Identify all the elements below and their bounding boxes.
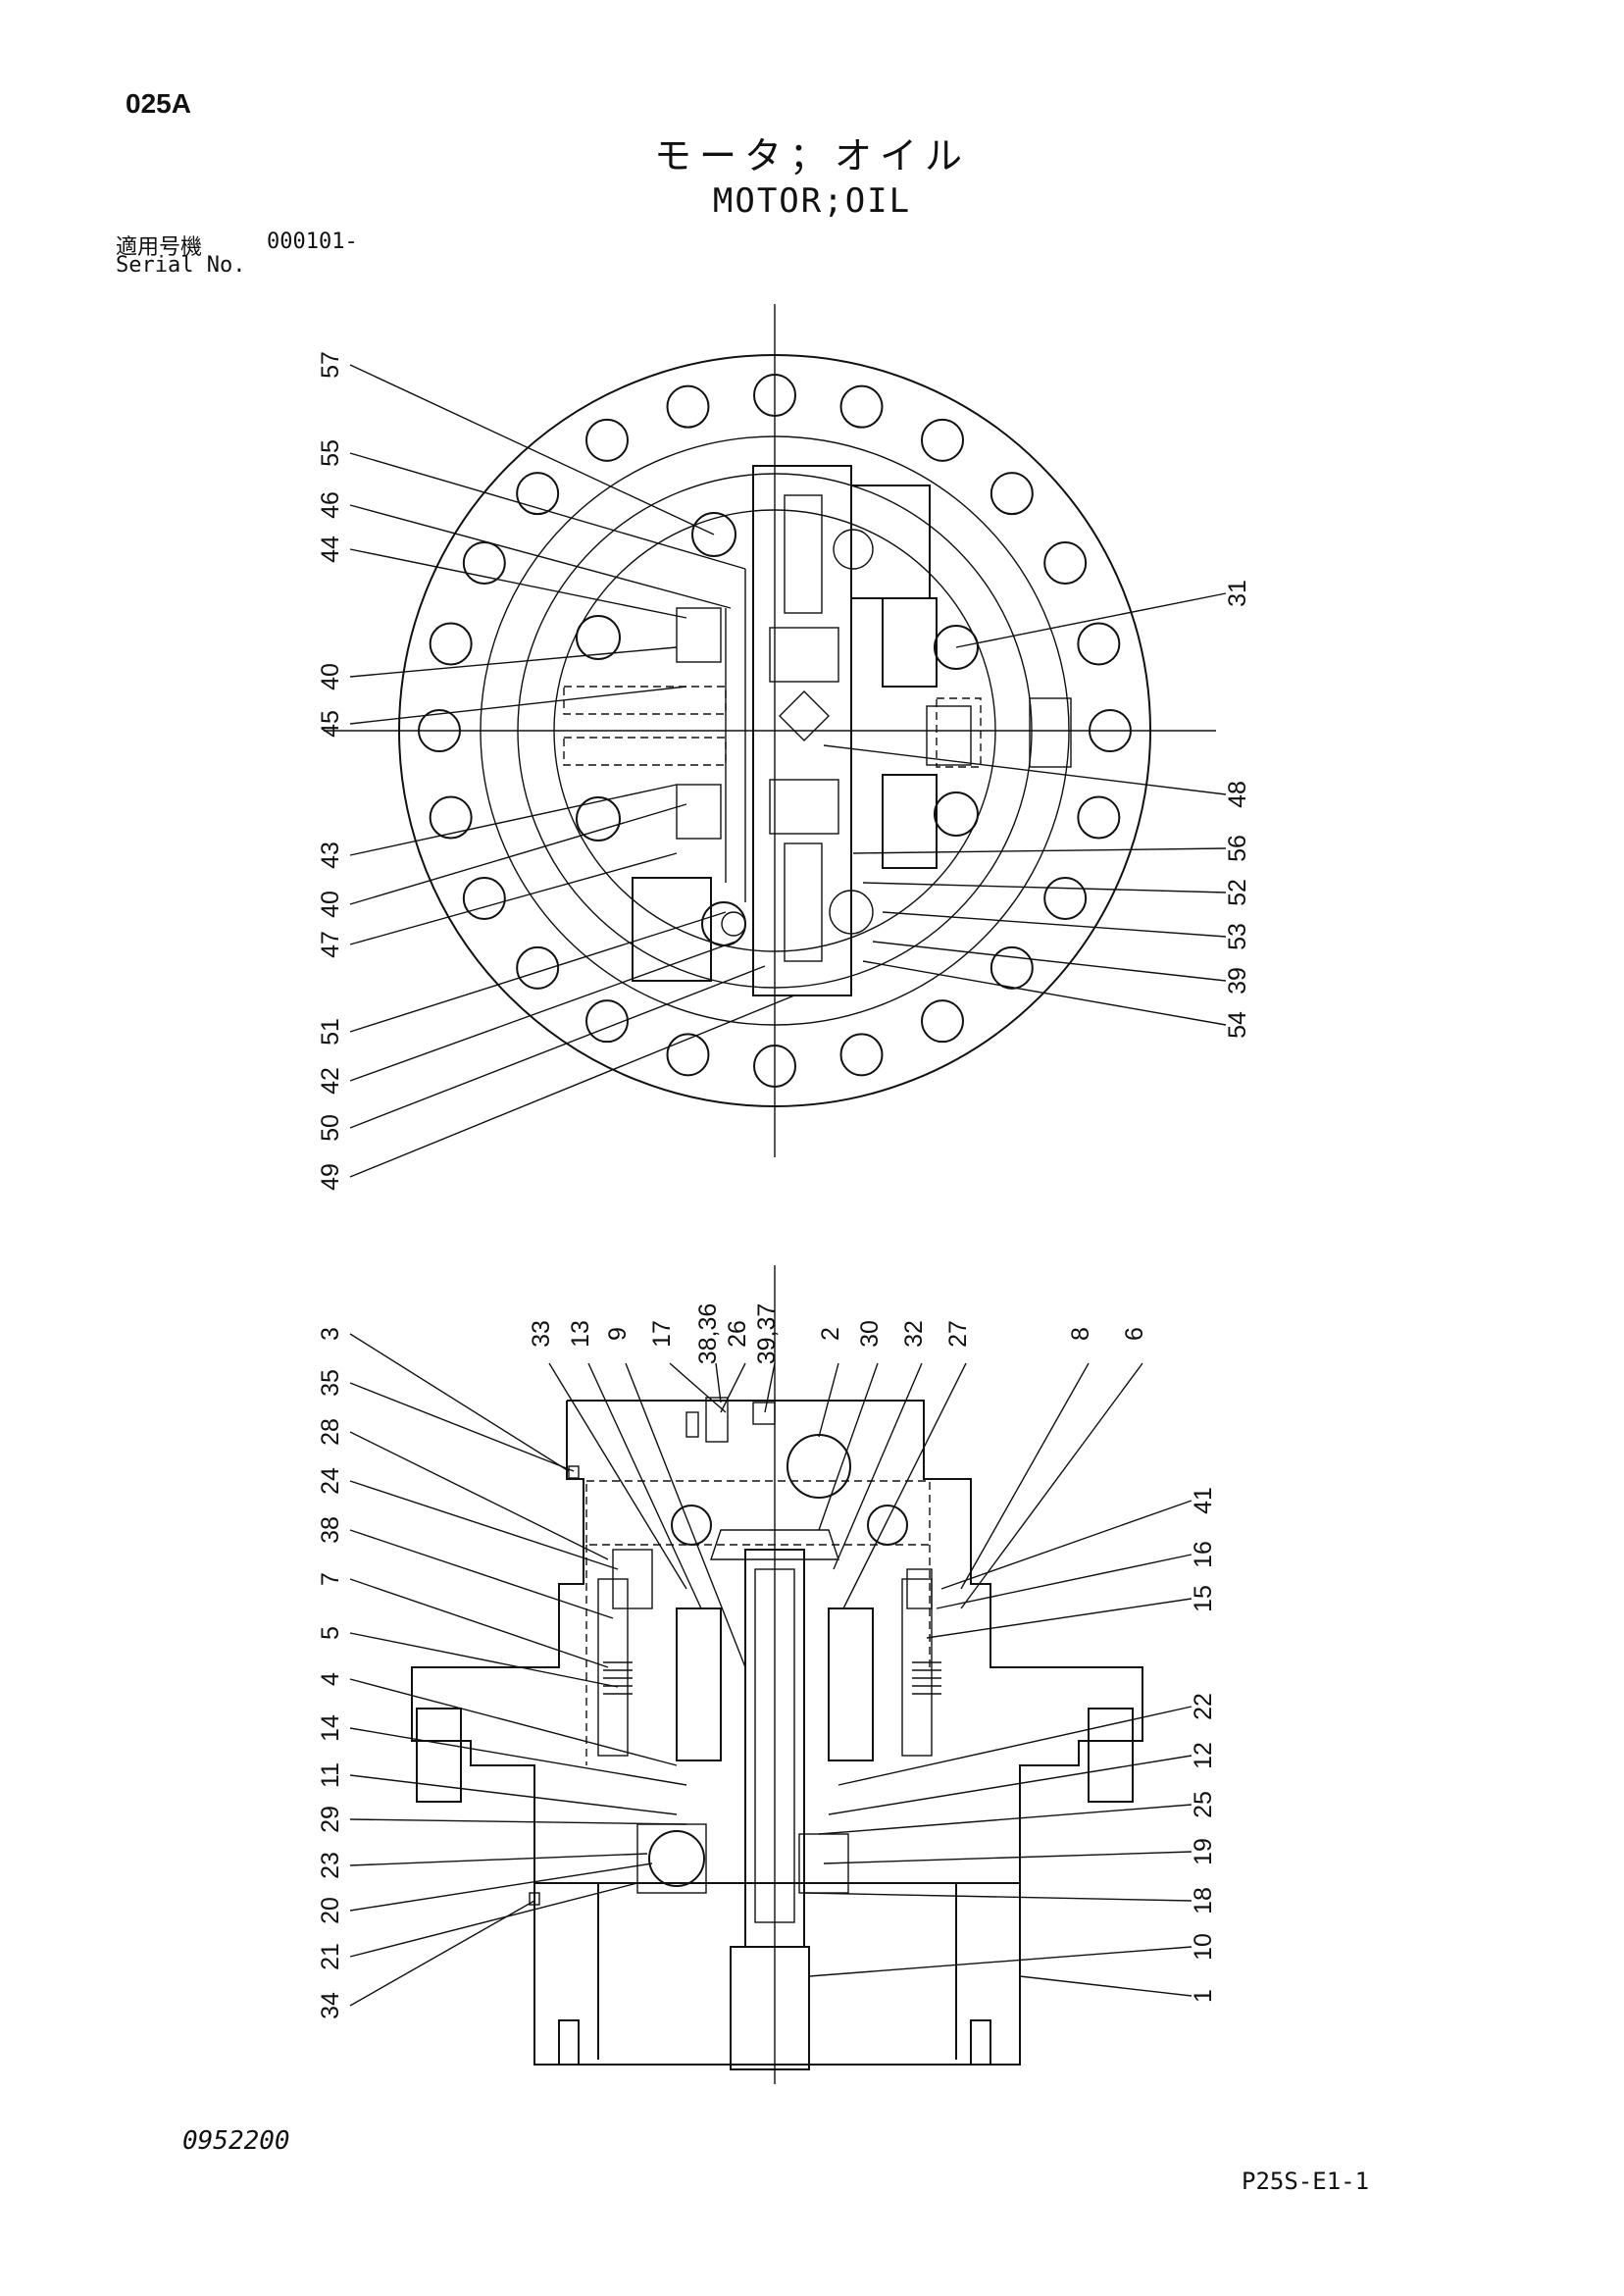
- page-code: 025A: [126, 88, 191, 119]
- callout-section-top-9: 9: [604, 1327, 632, 1341]
- callout-top-left-47: 47: [317, 931, 344, 958]
- callout-section-top-13: 13: [567, 1320, 594, 1348]
- callout-section-top-26: 26: [724, 1320, 751, 1348]
- callout-section-top-8: 8: [1067, 1327, 1094, 1341]
- callout-section-left-14: 14: [317, 1714, 344, 1742]
- document-number: 0952200: [182, 2126, 290, 2156]
- callout-section-left-7: 7: [317, 1572, 344, 1586]
- callout-section-top-2: 2: [817, 1327, 844, 1341]
- callout-section-right-19: 19: [1190, 1838, 1217, 1865]
- callout-section-top-6: 6: [1121, 1327, 1148, 1341]
- callout-section-right-22: 22: [1190, 1693, 1217, 1720]
- callout-section-top-30: 30: [856, 1320, 884, 1348]
- serial-label-japanese: 適用号機: [116, 235, 203, 260]
- callout-section-top-33: 33: [528, 1320, 555, 1348]
- title-japanese: モータ；オイル: [653, 134, 970, 178]
- callout-top-right-56: 56: [1224, 835, 1251, 862]
- callout-section-right-15: 15: [1190, 1585, 1217, 1612]
- callout-top-left-49: 49: [317, 1163, 344, 1191]
- callout-section-left-38: 38: [317, 1516, 344, 1544]
- callout-top-right-53: 53: [1224, 923, 1251, 950]
- callout-section-top-17: 17: [648, 1320, 676, 1348]
- callout-top-left-44: 44: [317, 536, 344, 563]
- callout-top-left-43: 43: [317, 842, 344, 869]
- top-view-leader-lines: 57 55 46 44 40 45 43 40 47 51 42 50 49 31 48 56 52 53 39 54: [317, 351, 1251, 1191]
- callout-section-left-21: 21: [317, 1943, 344, 1970]
- serial-value: 000101-: [267, 230, 358, 254]
- title-english: MOTOR;OIL: [712, 181, 912, 221]
- callout-top-left-40: 40: [317, 663, 344, 690]
- callout-top-right-52: 52: [1224, 879, 1251, 906]
- callout-section-left-20: 20: [317, 1897, 344, 1924]
- callout-section-right-25: 25: [1190, 1791, 1217, 1818]
- serial-label-english: Serial No.: [116, 253, 246, 278]
- callout-top-left-46: 46: [317, 491, 344, 519]
- callout-section-right-10: 10: [1190, 1933, 1217, 1961]
- callout-section-top-27: 27: [944, 1320, 972, 1348]
- callout-section-top-32: 32: [900, 1320, 928, 1348]
- callout-section-left-3: 3: [317, 1327, 344, 1341]
- callout-top-left-42: 42: [317, 1067, 344, 1095]
- callout-top-right-54: 54: [1224, 1011, 1251, 1039]
- section-view-drawing: [411, 1265, 1143, 2084]
- callout-section-right-12: 12: [1190, 1742, 1217, 1769]
- callout-section-top-39,37: 39,37: [753, 1303, 781, 1365]
- callout-top-left-40: 40: [317, 891, 344, 918]
- callout-section-right-1: 1: [1190, 1989, 1217, 2003]
- callout-top-left-55: 55: [317, 439, 344, 467]
- top-view-drawing: [324, 304, 1216, 1157]
- callout-section-right-16: 16: [1190, 1541, 1217, 1568]
- page-reference: P25S-E1-1: [1242, 2168, 1370, 2195]
- callout-top-right-31: 31: [1224, 580, 1251, 607]
- callout-top-left-57: 57: [317, 351, 344, 379]
- callout-section-top-38,36: 38,36: [694, 1303, 722, 1365]
- callout-section-right-18: 18: [1190, 1887, 1217, 1914]
- callout-section-left-23: 23: [317, 1852, 344, 1879]
- callout-section-left-24: 24: [317, 1467, 344, 1495]
- callout-top-right-48: 48: [1224, 781, 1251, 808]
- callout-top-left-50: 50: [317, 1114, 344, 1142]
- callout-top-left-45: 45: [317, 710, 344, 738]
- callout-section-left-35: 35: [317, 1369, 344, 1397]
- callout-section-left-4: 4: [317, 1672, 344, 1686]
- callout-top-right-39: 39: [1224, 967, 1251, 995]
- callout-section-left-11: 11: [317, 1762, 344, 1788]
- callout-section-left-28: 28: [317, 1418, 344, 1446]
- callout-top-left-51: 51: [317, 1018, 344, 1046]
- callout-section-left-34: 34: [317, 1992, 344, 2019]
- callout-section-left-5: 5: [317, 1626, 344, 1640]
- callout-section-right-41: 41: [1190, 1487, 1217, 1514]
- callout-section-left-29: 29: [317, 1806, 344, 1833]
